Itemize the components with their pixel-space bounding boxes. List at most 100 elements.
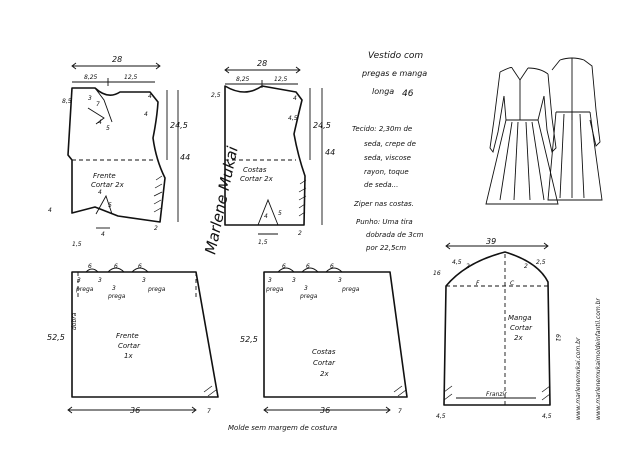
front-bottom15-label: 1,5 [72,241,82,248]
skirt-front-prega-1: prega [75,286,94,293]
back-bottom15-label: 1,5 [258,239,268,246]
front-bottom4-label: 4 [101,231,105,238]
title-size: 46 [402,89,414,99]
back-bodice: 28 8,25 12,5 2,5 4 4,5 24,5 44 Costas Co… [211,59,335,246]
front-dart3-label: 3 [88,95,92,102]
front-length-label: 24,5 [170,121,188,130]
skirt-front: 6 6 6 3 prega 3 prega 3 prega 3 52,5 dob… [47,263,219,415]
sleeve-bottom-left: 4,5 [436,413,446,420]
dress-illustration [485,57,603,205]
skirt-front-width: 36 [130,406,140,415]
skirt-back-n3c: 3 [338,277,342,284]
skirt-back-top-1: 6 [282,263,286,270]
website-1: www.marlenemukai.com.br [575,337,582,420]
title-line-2: pregas e manga [361,69,427,78]
skirt-front-n3d: 3 [98,277,102,284]
note-line-2: seda, crepe de [364,140,416,148]
front-armhole-label: 4 [144,111,148,118]
note-ziper: Ziper nas costas. [353,200,414,208]
back-waist-dart [257,198,279,226]
skirt-back-pleats [277,267,343,273]
front-neck-facing [94,87,113,123]
front-neck-dart [87,107,105,125]
skirt-back-label-3: 2x [320,370,329,378]
front-left4-label: 4 [48,207,52,214]
skirt-front-n3b: 3 [112,285,116,292]
skirt-front-n3a: 3 [77,277,81,284]
skirt-back-prega-2: prega [299,293,318,300]
back-right2-label: 2 [298,230,302,237]
back-width-label: 28 [257,59,267,68]
front-hatch [153,175,163,213]
skirt-front-hatch [203,385,217,397]
front-width-label: 28 [112,55,122,64]
front-waist5-label: 5 [108,202,112,209]
sleeve-hatch [443,385,551,401]
front-width-arrowheads [71,62,161,70]
back-neck-right-label: 4 [293,95,297,102]
front-bodice-outline [67,87,166,223]
skirt-front-top-2: 6 [114,263,118,270]
front-right2-label: 2 [154,225,158,232]
skirt-back-height: 52,5 [240,335,258,344]
skirt-front-top-1: 6 [88,263,92,270]
sleeve-left-b: 2 [466,263,470,270]
back-shoulder-right-label: 12,5 [274,76,288,83]
sleeve-label-3: 2x [514,334,523,342]
skirt-back-width: 36 [320,406,330,415]
sleeve-right-h: 2,5 [536,259,546,266]
sleeve-outline [443,251,551,406]
skirt-back-n3a: 3 [268,277,272,284]
skirt-back-right: 7 [398,408,402,415]
skirt-front-label-1: Frente [116,332,139,340]
skirt-front-outline [71,271,219,398]
dress-title: Vestido com pregas e manga longa 46 [361,51,427,99]
skirt-back-n3d: 3 [292,277,296,284]
skirt-back-outline [263,271,408,398]
note-line-3: seda, viscose [364,154,411,162]
skirt-front-right: 7 [207,408,211,415]
skirt-front-height: 52,5 [47,333,65,342]
skirt-back: 6 6 6 3 prega 3 prega 3 prega 3 52,5 Cos… [240,263,408,415]
back-total-label: 44 [325,148,335,157]
skirt-back-label-1: Costas [312,348,336,356]
fabric-notes: Tecido: 2,30m de seda, crepe de seda, vi… [352,125,424,252]
skirt-front-label-3: 1x [124,352,133,360]
front-neck-left-label: 8,5 [62,98,72,105]
skirt-front-n3c: 3 [142,277,146,284]
skirt-back-top-2: 6 [306,263,310,270]
sleeve: 39 16 4,5 2 2,5 2 F C Manga Cortar 2x 61… [433,237,561,420]
skirt-front-prega-3: prega [147,286,166,293]
back-label-1: Costas [243,166,267,174]
back-hatch [298,179,307,217]
sleeve-width: 39 [486,237,496,246]
skirt-front-label-2: Cortar [118,342,141,350]
skirt-front-top-3: 6 [138,263,142,270]
dress-back-view [547,57,603,201]
back-label-2: Cortar 2x [240,175,274,183]
skirt-front-fold: dobra [71,312,78,330]
sleeve-label-1: Manga [508,314,532,322]
front-label-2: Cortar 2x [91,181,125,189]
sleeve-left-h: 16 [433,270,441,277]
note-line-4: rayon, toque [364,168,409,176]
note-punho-3: por 22,5cm [365,244,406,252]
skirt-back-width-arrowheads [263,406,391,414]
sleeve-width-arrowheads [445,242,549,250]
skirt-back-prega-1: prega [265,286,284,293]
front-neck-right-label: 4 [148,93,152,100]
front-total-label: 44 [180,153,190,162]
skirt-back-hatch [393,385,407,397]
front-waist-dart [95,194,113,215]
signature-text: Marlene Mukai [201,144,242,256]
front-shoulder-left-label: 8,25 [84,74,98,81]
note-punho-2: dobrada de 3cm [366,231,424,239]
back-shoulder-left-label: 8,25 [236,76,250,83]
note-line-5: de seda... [364,181,398,189]
skirt-front-prega-2: prega [107,293,126,300]
front-dart7-label: 7 [96,101,100,108]
sleeve-label-2: Cortar [510,324,533,332]
signature: Marlene Mukai [201,144,242,256]
sleeve-bottom-right: 4,5 [542,413,552,420]
